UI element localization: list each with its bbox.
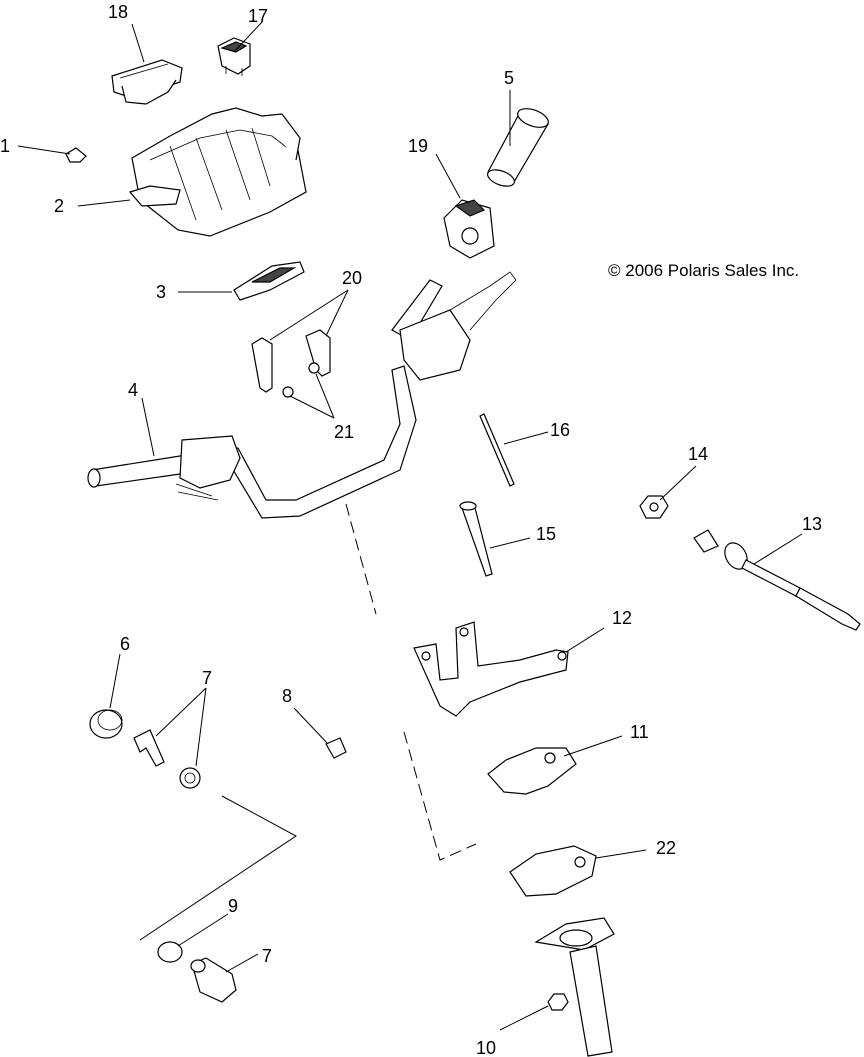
part-20-brackets: [251, 329, 331, 393]
part-7-connector-grommet: [133, 729, 201, 789]
part-15-bolt: [459, 501, 493, 577]
part-17-toggle-switch: [217, 37, 251, 76]
callout-13: 13: [802, 514, 822, 534]
part-10-steering-post: [534, 917, 615, 1057]
callout-17: 17: [248, 6, 268, 26]
callout-10: 10: [476, 1038, 496, 1057]
part-21-screws: [282, 362, 320, 398]
callout-11: 11: [630, 722, 649, 742]
callout-2: 2: [54, 196, 64, 216]
callout-7-lower: 7: [262, 946, 272, 966]
part-12-mount-bracket: [413, 621, 569, 717]
part-7-switch-plug: [190, 957, 237, 1003]
callout-14: 14: [688, 444, 708, 464]
callout-labels: 1 2 3 4 5 6 7 8 9 7 10 11 12 13 14 15 16…: [0, 2, 822, 1057]
callout-4: 4: [128, 380, 138, 400]
alignment-lines: [345, 503, 477, 861]
part-8-screw: [325, 737, 347, 759]
callout-15: 15: [536, 524, 556, 544]
part-14-nut: [639, 495, 669, 519]
callout-8: 8: [282, 686, 292, 706]
callout-9: 9: [228, 896, 238, 916]
callout-1: 1: [0, 136, 10, 156]
leader-lines: [17, 21, 803, 1031]
part-4-handlebar: [87, 271, 517, 519]
callout-12: 12: [612, 608, 632, 628]
part-22-lower-clamp: [509, 845, 597, 897]
part-11-upper-clamp: [487, 747, 577, 795]
part-3-bracket: [233, 261, 305, 301]
callout-18: 18: [108, 2, 128, 22]
callout-19: 19: [408, 136, 428, 156]
callout-22: 22: [656, 838, 676, 858]
callout-3: 3: [156, 282, 166, 302]
part-18-switch-housing: [111, 59, 183, 105]
part-5-grip: [487, 108, 549, 187]
part-13-cable-assembly: [693, 529, 861, 631]
part-2-pod-housing: [128, 107, 307, 237]
part-9-washer: [157, 941, 183, 963]
callout-20: 20: [342, 268, 362, 288]
copyright-text: © 2006 Polaris Sales Inc.: [608, 261, 799, 280]
callout-7-upper: 7: [202, 668, 212, 688]
part-1-push-pin: [65, 147, 87, 163]
part-6-cap: [89, 709, 123, 739]
callout-16: 16: [550, 420, 570, 440]
part-16-rod: [479, 413, 515, 487]
callout-6: 6: [120, 634, 130, 654]
callout-5: 5: [504, 68, 514, 88]
callout-21: 21: [334, 422, 354, 442]
part-19-control-block: [443, 199, 495, 259]
